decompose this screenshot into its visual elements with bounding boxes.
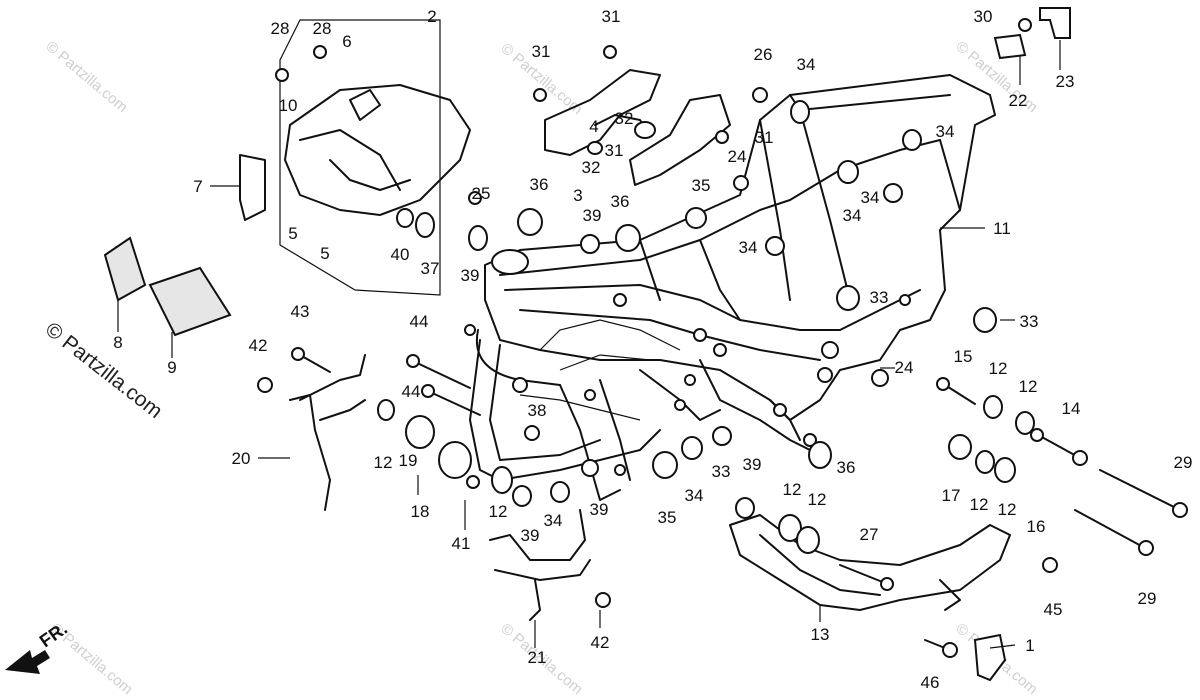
part-callout-c2: 2 (427, 7, 436, 26)
part-callout-c43: 43 (291, 302, 310, 321)
part-callout-c13: 13 (811, 625, 830, 644)
part-callout-c25: 25 (472, 184, 491, 203)
part-callout-c40: 40 (391, 245, 410, 264)
part-callout-c31d: 31 (605, 141, 624, 160)
part-callout-c29b: 29 (1138, 589, 1157, 608)
part-callout-c33c: 33 (712, 462, 731, 481)
part-callout-c16: 16 (1027, 517, 1046, 536)
part-callout-c12f: 12 (998, 500, 1017, 519)
part-callout-c35a: 35 (692, 176, 711, 195)
part-callout-c39a: 39 (583, 206, 602, 225)
watermark-text: © Partzilla.com (952, 38, 1040, 116)
part-callout-c21: 21 (528, 648, 547, 667)
part-callout-c34b: 34 (936, 122, 955, 141)
part-callout-c10: 10 (279, 96, 298, 115)
part-callout-c9: 9 (167, 358, 176, 377)
part-callout-c5a: 5 (288, 224, 297, 243)
watermark-large: © Partzilla.com (41, 318, 167, 423)
heat-shield-part (544, 69, 731, 186)
part-callout-c41: 41 (452, 534, 471, 553)
part-callout-c36b: 36 (611, 192, 630, 211)
part-callout-c27: 27 (860, 525, 879, 544)
part-callout-c4: 4 (589, 117, 598, 136)
part-callout-c42b: 42 (591, 633, 610, 652)
part-callout-c14: 14 (1062, 399, 1081, 418)
part-callout-c22: 22 (1009, 91, 1028, 110)
part-callout-c33b: 33 (1020, 312, 1039, 331)
part-callout-c1: 1 (1025, 636, 1034, 655)
part-callout-c34e: 34 (739, 238, 758, 257)
part-callout-c23: 23 (1056, 72, 1075, 91)
part-callout-c12d: 12 (1019, 377, 1038, 396)
part-callout-c7: 7 (193, 177, 202, 196)
part-callout-c32b: 32 (582, 158, 601, 177)
part-callout-c12e: 12 (970, 495, 989, 514)
part-callout-c34c: 34 (861, 188, 880, 207)
sub-frame-part (729, 514, 1011, 611)
part-callout-c5b: 5 (320, 244, 329, 263)
part-callout-c24b: 24 (895, 358, 914, 377)
part-callout-c11: 11 (993, 219, 1011, 238)
part-callout-c33a: 33 (870, 288, 889, 307)
part-callout-c18: 18 (411, 502, 430, 521)
part-callout-c34g: 34 (685, 486, 704, 505)
part-callout-c24a: 24 (728, 147, 747, 166)
bushing-parts (257, 7, 1071, 682)
part-callout-c31c: 31 (755, 128, 774, 147)
part-callout-c6: 6 (342, 32, 351, 51)
leader-lines (117, 40, 1061, 649)
watermark-text: © Partzilla.com (42, 38, 130, 116)
part-callout-c20: 20 (232, 449, 251, 468)
part-callout-c3: 3 (573, 186, 582, 205)
part-callout-c12c: 12 (989, 359, 1008, 378)
bracket-part (289, 354, 591, 621)
part-callout-c32a: 32 (615, 109, 634, 128)
part-callout-c30: 30 (974, 7, 993, 26)
part-callout-c39d: 39 (590, 500, 609, 519)
part-callout-c31a: 31 (532, 42, 551, 61)
part-callout-c39e: 39 (743, 455, 762, 474)
part-callout-c35b: 35 (658, 508, 677, 527)
part-callout-c39c: 39 (521, 526, 540, 545)
part-callout-c28b: 28 (313, 19, 332, 38)
part-callout-c44a: 44 (410, 312, 429, 331)
part-callout-c37: 37 (421, 259, 440, 278)
part-callout-c29a: 29 (1174, 453, 1193, 472)
part-callout-c26: 26 (754, 45, 773, 64)
part-callout-c15: 15 (954, 347, 973, 366)
part-callout-c17: 17 (942, 486, 961, 505)
part-callout-c42a: 42 (249, 336, 268, 355)
bolt-parts (291, 347, 1188, 658)
part-callout-c44b: 44 (402, 382, 421, 401)
part-callout-c12h: 12 (808, 490, 827, 509)
part-callout-c8: 8 (113, 333, 122, 352)
part-callout-c28a: 28 (271, 19, 290, 38)
part-callout-c34f: 34 (544, 511, 563, 530)
part-callout-c36a: 36 (530, 175, 549, 194)
part-callout-c19: 19 (399, 451, 418, 470)
part-callout-c38: 38 (528, 401, 547, 420)
front-cowl-part (239, 19, 471, 296)
main-frame-body (464, 74, 996, 501)
part-callout-c36c: 36 (837, 458, 856, 477)
part-callout-c34a: 34 (797, 55, 816, 74)
part-callout-c34d: 34 (843, 206, 862, 225)
part-callout-c12b: 12 (489, 502, 508, 521)
part-callout-c46: 46 (921, 673, 940, 692)
front-arrow-icon: FR. (5, 618, 71, 674)
part-callout-c31b: 31 (602, 7, 621, 26)
part-callout-c12g: 12 (783, 480, 802, 499)
part-callout-c45: 45 (1044, 600, 1063, 619)
part-callout-c12a: 12 (374, 453, 393, 472)
part-callout-c39b: 39 (461, 266, 480, 285)
seat-pad-part (103, 236, 232, 337)
